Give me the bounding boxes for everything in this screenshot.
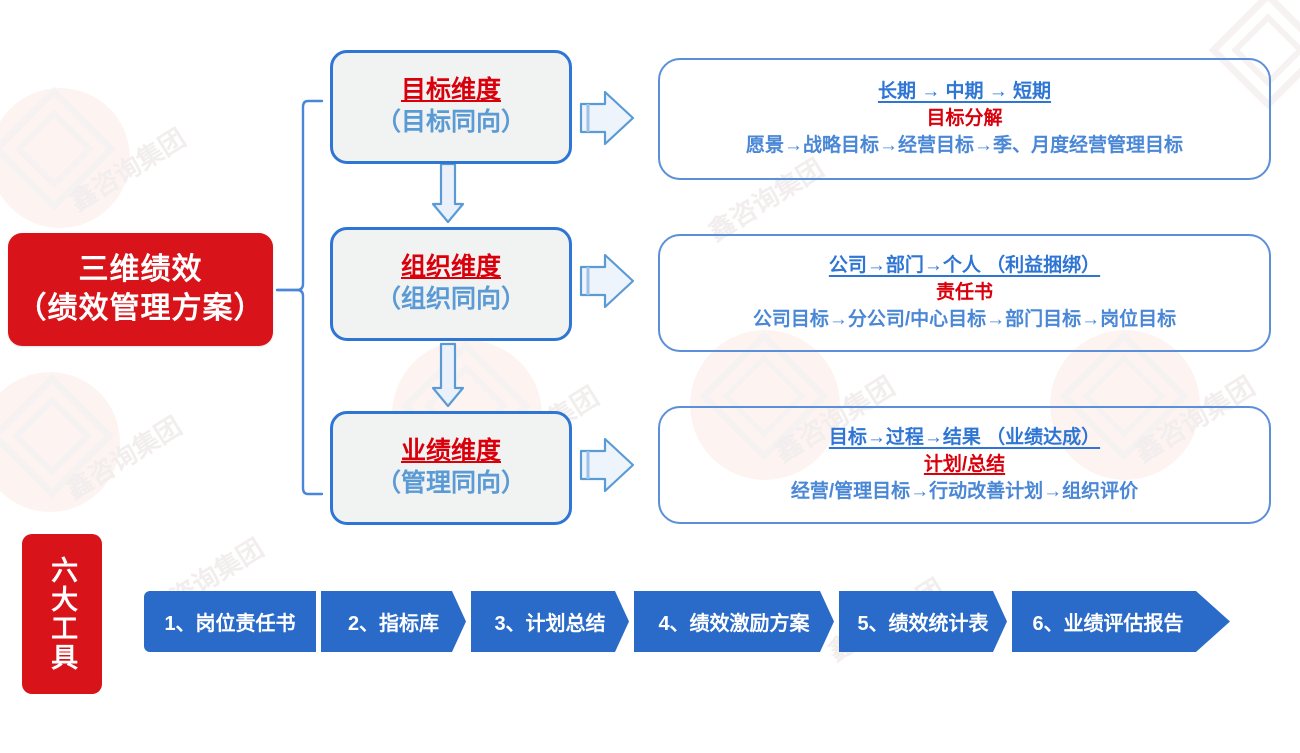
block-arrow-icon-3 — [579, 437, 635, 493]
dimension-title: 组织维度 — [400, 253, 501, 281]
tool-item-1[interactable]: 1、岗位责任书 — [144, 591, 316, 652]
tool-item-6[interactable]: 6、业绩评估报告 — [1012, 591, 1230, 652]
main-title-badge: 三维绩效 （绩效管理方案） — [8, 233, 273, 346]
tools-label-badge: 六大工具 — [22, 534, 102, 694]
main-title-line1: 三维绩效 — [78, 253, 203, 287]
tool-item-3[interactable]: 3、计划总结 — [471, 591, 629, 652]
panel-headline: 长期 → 中期 → 短期 — [877, 81, 1052, 103]
dimension-subtitle: （组织同向） — [375, 284, 526, 313]
dimension-box-performance[interactable]: 业绩维度 （管理同向） — [330, 411, 572, 525]
brace-connector — [275, 99, 324, 496]
dimension-title: 业绩维度 — [400, 437, 501, 465]
panel-keyword: 目标分解 — [926, 107, 1003, 129]
watermark-ring — [0, 88, 130, 228]
down-arrow-icon-2 — [431, 342, 465, 408]
block-arrow-icon-1 — [579, 90, 635, 146]
dimension-title: 目标维度 — [400, 76, 501, 104]
dimension-box-goal[interactable]: 目标维度 （目标同向） — [330, 50, 572, 164]
down-arrow-icon-1 — [431, 162, 465, 224]
panel-keyword: 计划/总结 — [923, 453, 1006, 475]
watermark-logo-icon — [0, 86, 117, 212]
tools-chevron-bar: 1、岗位责任书 2、指标库 3、计划总结 4、绩效激励方案 5、绩效统计表 6、… — [144, 591, 1230, 652]
dimension-subtitle: （管理同向） — [375, 468, 526, 497]
panel-chain: 公司目标→分公司/中心目标→部门目标→岗位目标 — [752, 309, 1177, 331]
tool-item-2[interactable]: 2、指标库 — [321, 591, 466, 652]
dimension-subtitle: （目标同向） — [375, 107, 526, 136]
panel-headline: 公司→部门→个人 （利益捆绑） — [828, 255, 1101, 277]
watermark-ring — [0, 372, 120, 512]
main-title-line2: （绩效管理方案） — [16, 291, 265, 325]
detail-panel-performance[interactable]: 目标→过程→结果 （业绩达成） 计划/总结 经营/管理目标→行动改善计划→组织评… — [658, 406, 1271, 524]
panel-headline: 目标→过程→结果 （业绩达成） — [828, 427, 1101, 449]
block-arrow-icon-2 — [579, 253, 635, 309]
watermark-logo-icon — [0, 373, 115, 499]
detail-panel-goal[interactable]: 长期 → 中期 → 短期 目标分解 愿景→战略目标→经营目标→季、月度经营管理目… — [658, 58, 1271, 180]
dimension-box-organization[interactable]: 组织维度 （组织同向） — [330, 227, 572, 341]
tool-item-5[interactable]: 5、绩效统计表 — [839, 591, 1007, 652]
panel-chain: 经营/管理目标→行动改善计划→组织评价 — [790, 481, 1139, 503]
panel-keyword: 责任书 — [935, 281, 993, 303]
watermark-text: 鑫咨询集团 — [64, 122, 191, 217]
panel-chain: 愿景→战略目标→经营目标→季、月度经营管理目标 — [745, 135, 1183, 157]
tools-label-text: 六大工具 — [47, 556, 78, 672]
tool-item-4[interactable]: 4、绩效激励方案 — [634, 591, 834, 652]
watermark-text: 鑫咨询集团 — [60, 410, 187, 505]
detail-panel-organization[interactable]: 公司→部门→个人 （利益捆绑） 责任书 公司目标→分公司/中心目标→部门目标→岗… — [658, 234, 1271, 352]
